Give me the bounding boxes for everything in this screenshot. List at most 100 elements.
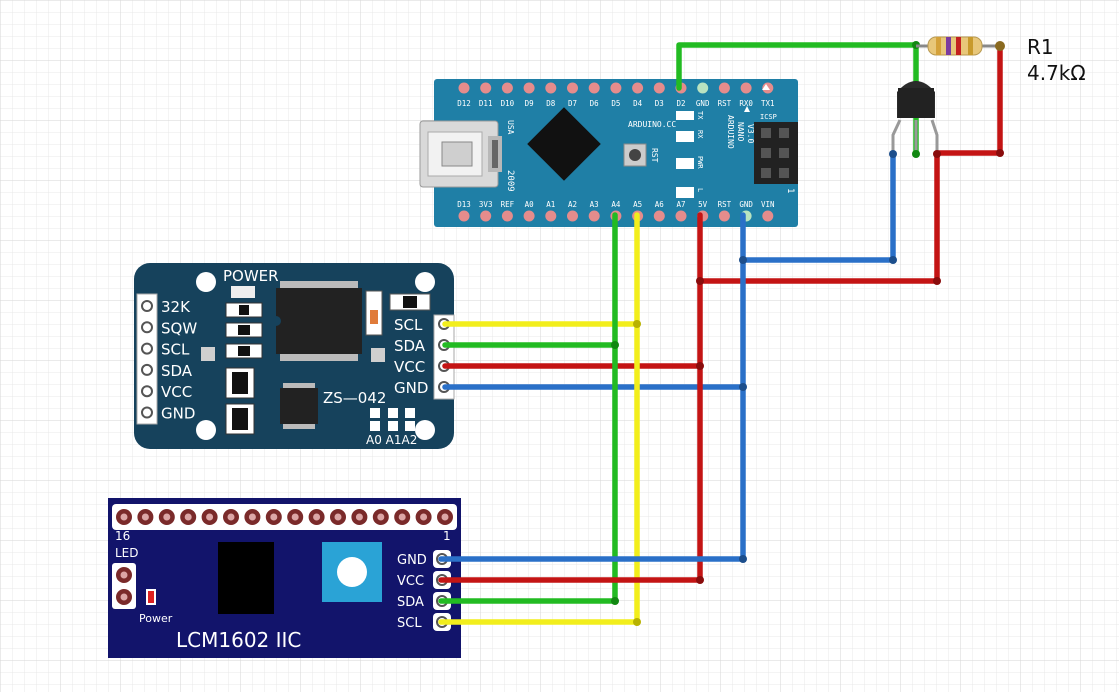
rtc-left-pin-vcc[interactable] [141,385,153,398]
led-pwr [676,158,694,169]
nano-pin-bottom-vin[interactable] [762,210,774,222]
nano-pin-label: D9 [525,99,534,108]
nano-pin-label: A6 [655,200,665,209]
nano-pin-top-rst[interactable] [718,82,730,94]
nano-pin-bottom-a7[interactable] [675,210,687,222]
rtc-left-pin-sqw[interactable] [141,321,153,334]
nano-pin-top-d11[interactable] [480,82,492,94]
contrast-potentiometer[interactable] [322,542,382,602]
rtc-left-pin-label: SCL [161,341,190,359]
nano-pin-label: D2 [676,99,685,108]
lcd-pin-label: SCL [397,616,422,631]
rtc-right-pin-label: SDA [394,337,426,355]
lcd-power-label: Power [139,612,173,625]
rtc-left-pin-scl[interactable] [141,342,153,355]
nano-pin-label: A4 [611,200,621,209]
rtc-left-header [136,293,158,425]
nano-pin-bottom-3v3[interactable] [480,210,492,222]
rtc-mount-hole-bl [196,420,216,440]
nano-pin-label: D13 [457,200,471,209]
tx-arrow-icon [762,84,770,90]
nano-pin-bottom-a3[interactable] [588,210,600,222]
nano-pin-label: RST [718,200,732,209]
nano-pin-bottom-ref[interactable] [501,210,513,222]
nano-pin-label: TX1 [761,99,775,108]
rtc-left-pin-label: GND [161,405,195,423]
led-l [676,187,694,198]
nano-pin-bottom-rst[interactable] [718,210,730,222]
nano-pin-top-d10[interactable] [501,82,513,94]
led-rx [676,131,694,142]
nano-pin-top-d6[interactable] [588,82,600,94]
nano-pin-bottom-a6[interactable] [653,210,665,222]
rtc-left-pin-32k[interactable] [141,300,153,312]
nano-pin-label: A1 [546,200,555,209]
lcd-pin1-label: 1 [443,529,451,543]
nano-pin-label: D11 [479,99,493,108]
lcd-pin-label: GND [397,553,427,568]
nano-pin-top-d12[interactable] [458,82,470,94]
rtc-left-pin-label: SQW [161,319,197,337]
nano-pin-label: A5 [633,200,642,209]
nano-pin-label: RX0 [739,99,753,108]
temperature-sensor[interactable] [889,81,941,158]
nano-pin-bottom-a2[interactable] [567,210,578,222]
reset-button[interactable] [623,143,647,167]
nano-pin-top-d3[interactable] [653,82,665,94]
nano-pin-label: D4 [633,99,643,108]
nano-pin-label: 5V [698,200,708,209]
lcd-header-pin-hole [120,513,128,521]
nano-pin-top-rx0[interactable] [740,82,752,94]
nano-pin-label: D3 [655,99,664,108]
lcd-header-pin-hole [141,513,149,521]
resistor-r1[interactable] [916,36,1005,56]
lcd-pin-label: SDA [397,595,424,610]
nano-pin-label: A0 [525,200,535,209]
lcd-header-pin-hole [291,513,299,521]
nano-pin-bottom-a1[interactable] [545,210,557,222]
nano-pin-top-d9[interactable] [523,82,535,94]
resistor-name-label: R1 [1027,35,1054,59]
rtc-mount-hole-tr [415,272,435,292]
nano-pin-top-gnd[interactable] [697,82,709,94]
nano-pin-label: A2 [568,200,577,209]
nano-pin-top-d7[interactable] [567,82,578,94]
nano-pin-bottom-a0[interactable] [523,210,535,222]
rtc-left-pin-label: VCC [161,383,192,401]
nano-pin-label: GND [696,99,710,108]
nano-pin-label: D6 [590,99,600,108]
icsp-arrow-icon [744,106,750,112]
nano-brand-label: ARDUINO.CC [628,120,676,129]
rtc-right-pin-label: VCC [394,358,425,376]
lcd-header-pin-hole [355,513,363,521]
nano-pin-label: REF [501,200,515,209]
nano-pin-top-d8[interactable] [545,82,557,94]
led-tx [676,111,694,120]
rtc-model-label: ZS—042 [323,389,386,407]
led-tx-label: TX [696,111,704,120]
lcd-driver-chip [218,542,274,614]
nano-pin-bottom-d13[interactable] [458,210,470,222]
rtc-left-pin-gnd[interactable] [141,406,153,419]
rtc-right-pin-label: GND [394,379,428,397]
rtc-left-pin-sda[interactable] [141,363,153,376]
power-led [231,286,255,298]
nano-pin-top-d5[interactable] [610,82,622,94]
lcd-header-pin-hole [441,513,449,521]
nano-pin-label: A7 [676,200,685,209]
lcd-header-pin-hole [248,513,256,521]
nano-usa-label: USA [506,120,515,135]
lcd-led-label: LED [115,546,139,560]
lcd-header-pin-hole [313,513,321,521]
led-jumper[interactable] [112,563,136,609]
rtc-eeprom-chip [280,383,318,429]
nano-model-line1: ARDUINO [726,115,735,149]
nano-pin-top-d4[interactable] [632,82,644,94]
nano-pin-label: GND [739,200,753,209]
lcd-header-pin-hole [377,513,385,521]
